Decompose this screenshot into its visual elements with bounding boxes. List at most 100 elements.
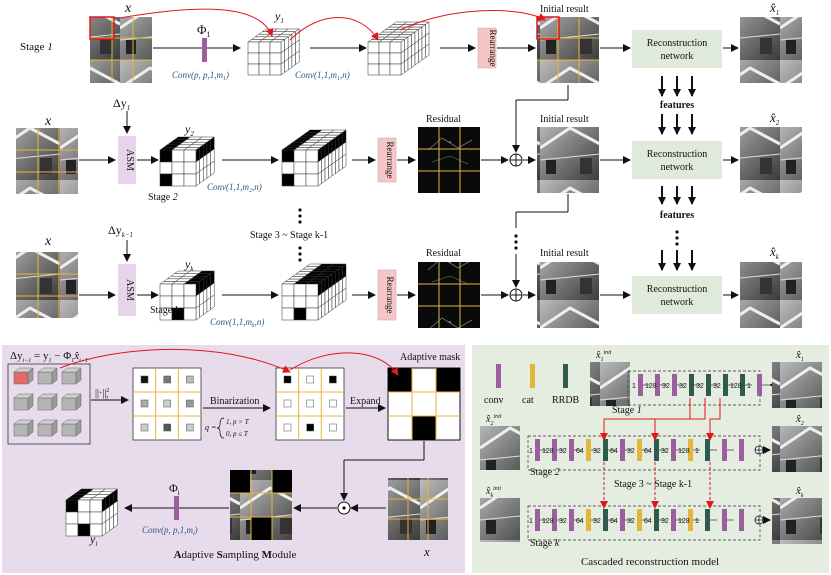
row2-input-image [16,128,78,194]
svg-text:1: 1 [747,383,751,390]
row3-cube-y [159,270,215,321]
svg-text:64: 64 [644,448,652,455]
middle-vdots [298,208,302,262]
recon-stage2-label: Stage 2 [530,467,560,478]
row2-residual-image [418,127,480,193]
legend-rrdb-label: RRDB [552,395,580,406]
row3-residual-label: Residual [426,248,461,259]
asm-binary-grid [275,367,345,441]
recon-stage-mid-label: Stage 3 ~ Stage k-1 [614,479,692,490]
svg-text:32: 32 [593,518,601,525]
row1-rearrange-box [477,27,497,69]
svg-text:128: 128 [542,448,554,455]
recon-out1-image [772,362,822,408]
asm-binarization-label: Binarization [210,396,259,407]
svg-text:64: 64 [576,448,584,455]
row1-red-arrow-2 [289,17,379,41]
row2-xhat-label: x̂2 [769,110,780,127]
row1-recon-box [632,30,722,68]
row3-recon-network: network [661,297,694,308]
features-arrows-2 [658,114,696,135]
row3-y-label: yk [184,257,194,273]
row2-recon-box [632,141,722,179]
svg-text:32: 32 [661,448,669,455]
features-label-2: features [660,210,694,221]
row1-initial-image [536,16,599,83]
svg-text:128: 128 [645,383,657,390]
row1-cube-n [367,21,430,76]
svg-text:128: 128 [678,518,690,525]
svg-text:64: 64 [610,448,618,455]
row3-cube-n [281,263,347,321]
row3-sum-node [509,288,523,302]
asm-rule-0: 0, p ≤ T [226,430,249,438]
row2-asm-label: ASM [124,149,135,171]
svg-text:64: 64 [576,518,584,525]
row2-sum-node [509,153,523,167]
recon-row3-init-label: x̂kinit [485,486,501,499]
row3-conv-label: Conv(1,1,mk,n) [210,317,264,329]
row1-conv-label-1: Conv(p, p,1,m1) [172,70,229,82]
svg-text:32: 32 [662,383,670,390]
row3-asm-label: ASM [124,279,135,301]
row2-recon-network: network [661,162,694,173]
svg-text:64: 64 [644,518,652,525]
asm-mask [387,367,461,441]
svg-text:32: 32 [679,383,687,390]
asm-cube-yi [65,488,119,537]
row1-input-image [89,16,152,83]
row3-stage-label: Stage k [150,305,180,316]
row1-y1-label: y1 [274,9,284,25]
row2-stage-label: Stage 2 [148,192,178,203]
svg-text:32: 32 [593,448,601,455]
recon-row2-init-label: x̂2init [485,414,502,427]
asm-yi-label: yi [89,532,97,548]
legend-rrdb-swatch [563,364,568,388]
row1-initial-label: Initial result [540,4,589,15]
asm-adaptive-mask-label: Adaptive mask [400,352,460,363]
features-arrows-1 [658,76,696,97]
row3-initial-image [537,262,599,328]
recon-out1-label: x̂1 [795,349,804,363]
row1-output-image [740,17,802,83]
row2-residual-label: Residual [426,114,461,125]
legend-conv-swatch [496,364,501,388]
asm-mult-node [337,501,351,515]
row3-input-image [16,252,78,318]
svg-text:32: 32 [661,518,669,525]
row3-output-image [740,262,802,328]
recon-outk-image [772,498,822,544]
svg-text:128: 128 [542,518,554,525]
recon-row1-init-image [590,362,630,406]
row1-red-arrow-3 [399,10,546,31]
row2-initial-image [537,127,599,193]
asm-expand-label: Expand [350,396,381,407]
svg-text:32: 32 [627,448,635,455]
row2-rearrange-box [377,137,397,183]
svg-text:64: 64 [610,518,618,525]
row1-xhat-label: x̂1 [769,0,779,17]
asm-red-arrow-1 [59,348,291,373]
svg-text:1: 1 [529,448,533,455]
row2-recon-label: Reconstruction [647,149,708,160]
features-label-1: features [660,100,694,111]
asm-rule-q: q = [205,423,216,432]
recon-out2-image [772,426,822,472]
row1-recon-label: Reconstruction [647,38,708,49]
legend-cat-label: cat [522,395,534,406]
recon-out2-label: x̂2 [795,413,804,427]
row3-initial-label: Initial result [540,248,589,259]
row3-rearrange-box [377,269,397,321]
row2-x-label: x [44,114,52,129]
row1-cube-y1 [247,28,300,76]
row2-cube-n [281,129,347,187]
asm-rule-brace [216,417,225,439]
row1-recon-network: network [661,51,694,62]
row2-cube-y [159,136,215,187]
row3-xhat-label: x̂k [769,244,780,261]
row2-y-label: y2 [184,122,194,138]
row1-stage-label: Stage 1 [20,41,53,53]
asm-phi-label: Φi [169,481,180,497]
